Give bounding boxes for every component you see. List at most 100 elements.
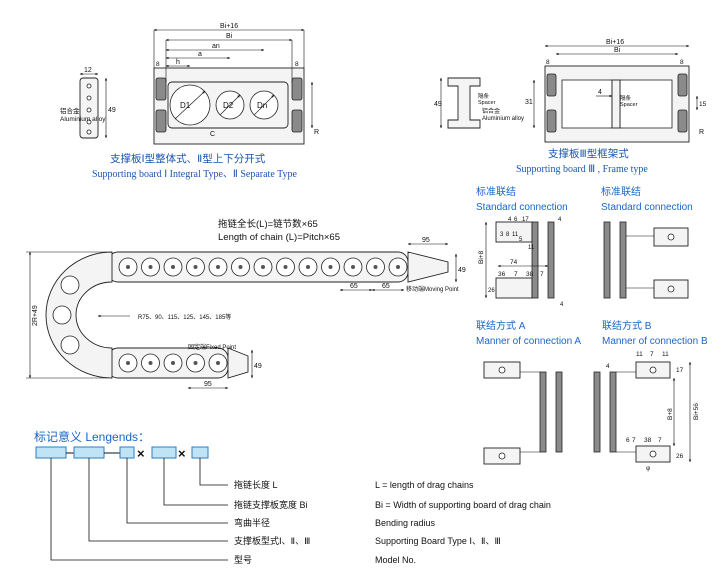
leader-width — [163, 458, 228, 506]
leader-length — [199, 458, 228, 486]
label-d2: D2 — [223, 101, 234, 110]
material-cn: 铝合金 — [60, 106, 80, 115]
std-a-chain-side — [531, 221, 539, 299]
dim-r: R — [314, 129, 319, 136]
std-dim-36: 36 — [498, 271, 506, 278]
dim-12: 12 — [84, 67, 92, 74]
dim-bi16: Bi+16 — [220, 23, 238, 30]
std-dim-3: 3 — [500, 232, 504, 238]
bracket-hole — [649, 450, 657, 458]
b-dim-b8: B+8 — [667, 408, 674, 420]
frame-dim-8-left: 8 — [546, 59, 550, 66]
frame-left-block — [546, 109, 557, 133]
legend-box-width — [151, 446, 177, 459]
profile-hole — [86, 95, 92, 101]
std-dim-4c: 4 — [560, 302, 564, 308]
board-left-block — [155, 109, 167, 133]
legend: 标记意义 Lengends： × × 拖链长度 L 拖链支撑板宽度 Bi 弯曲半… — [34, 429, 551, 565]
chain-dim-95-top: 95 — [422, 237, 430, 244]
b-dim-17: 17 — [676, 367, 684, 374]
chain-link-pin — [193, 265, 198, 269]
frame-dim-4: 4 — [598, 89, 602, 96]
fixed-point-label: 固定端Fixed Point — [188, 343, 236, 351]
b-dim-26: 26 — [676, 453, 684, 460]
board-left-block — [155, 77, 167, 101]
chain-dim-65-a: 65 — [350, 283, 358, 290]
moving-point-label: 移动端Moving Point — [406, 285, 459, 293]
std-dim-7: 7 — [514, 271, 518, 278]
board-right-block — [291, 77, 303, 101]
std-dim-11a: 11 — [512, 232, 519, 238]
frame-right-block — [677, 73, 688, 97]
chain-link-pin — [306, 265, 310, 269]
frame-dim-8-right: 8 — [680, 59, 684, 66]
b-dim-6: 6 — [626, 437, 630, 444]
std-b-chain-side — [603, 221, 611, 299]
b-dim-4: 4 — [606, 363, 610, 370]
chain-link-pin — [148, 361, 153, 365]
caption-frame-cn: 支撑板Ⅲ型框架式 — [548, 147, 629, 160]
legend-item-0-cn: 拖链长度 L — [234, 479, 278, 490]
profile-hole — [86, 129, 92, 135]
chain-title-cn: 拖链全长(L)=链节数×65 — [218, 218, 318, 230]
chain-dim-49-bottom: 49 — [254, 363, 262, 370]
spacer-cn: 隔条 — [478, 92, 490, 100]
b-dim-phi: φ — [646, 465, 650, 472]
std-dim-4b: 4 — [558, 217, 562, 223]
dim-h: h — [176, 59, 180, 66]
std-dim-26: 26 — [488, 288, 495, 294]
std-b-cn: 标准联结 — [601, 185, 641, 198]
std-a-chain-side — [547, 221, 555, 299]
std-dim-11b: 11 — [528, 245, 535, 251]
bracket-hole — [498, 452, 506, 460]
frame-material-en: Aluminium alloy — [482, 116, 524, 122]
dim-8-left: 8 — [156, 61, 160, 68]
chain-dim-65-b: 65 — [382, 283, 390, 290]
board-integral-drawing: 12 49 铝合金 Aluminium alloy D1 D2 Dn C Bi+… — [60, 23, 319, 180]
bracket-hole — [667, 233, 675, 241]
dim-an: an — [212, 43, 220, 50]
profile-hole — [86, 83, 92, 89]
caption-integral-cn: 支撑板Ⅰ型整体式、Ⅱ型上下分开式 — [110, 152, 266, 165]
b-dim-11b: 11 — [662, 351, 669, 358]
conn-chain-side — [609, 371, 617, 453]
chain-link-pin — [283, 265, 288, 269]
chain-link-pin — [351, 265, 355, 269]
b-dim-7a: 7 — [650, 351, 654, 358]
legend-cross-b: × — [178, 446, 186, 461]
dim-bi: Bi — [226, 33, 233, 40]
legend-item-1-en: Bi = Width of supporting board of drag c… — [375, 500, 551, 510]
frame-dim-bi16: Bi+16 — [606, 39, 624, 46]
conn-chain-side — [539, 371, 547, 453]
legend-item-4-cn: 型号 — [234, 555, 252, 565]
legend-box-model — [35, 446, 67, 459]
chain-link-pin — [328, 265, 333, 269]
b-dim-11a: 11 — [636, 351, 643, 358]
caption-integral-en: Supporting board Ⅰ Integral Type、Ⅱ Separ… — [92, 169, 298, 180]
legend-item-4-en: Model No. — [375, 555, 416, 565]
b-dim-bi56: Bi+56 — [693, 403, 700, 420]
std-dim-74: 74 — [510, 259, 518, 266]
upper-links — [118, 257, 408, 277]
std-a-cn: 标准联结 — [476, 185, 516, 198]
frame-left-block — [546, 73, 557, 97]
chain-dim-49-top: 49 — [458, 267, 466, 274]
drag-chain-drawing: 拖链全长(L)=链节数×65 Length of chain (L)=Pitch… — [26, 218, 466, 390]
std-dim-5: 5 — [519, 237, 523, 243]
bracket-hole — [498, 366, 506, 374]
std-dim-4a: 4 — [508, 217, 512, 223]
b-dim-7c: 7 — [658, 437, 662, 444]
b-dim-7b: 7 — [632, 437, 636, 444]
frame-dim-31: 31 — [525, 99, 533, 106]
chain-link-pin — [261, 265, 265, 269]
leader-type — [88, 458, 228, 542]
chain-link — [60, 335, 80, 355]
frame-spacer — [611, 79, 621, 129]
chain-link-pin — [126, 361, 130, 365]
material-en: Aluminium alloy — [60, 116, 106, 123]
frame-spacer-profile — [447, 77, 481, 129]
conn-a-cn: 联结方式 A — [476, 319, 526, 332]
legend-item-1-cn: 拖链支撑板宽度 Bi — [234, 499, 308, 510]
legend-cross-a: × — [137, 446, 145, 461]
chain-link-pin — [216, 361, 220, 365]
